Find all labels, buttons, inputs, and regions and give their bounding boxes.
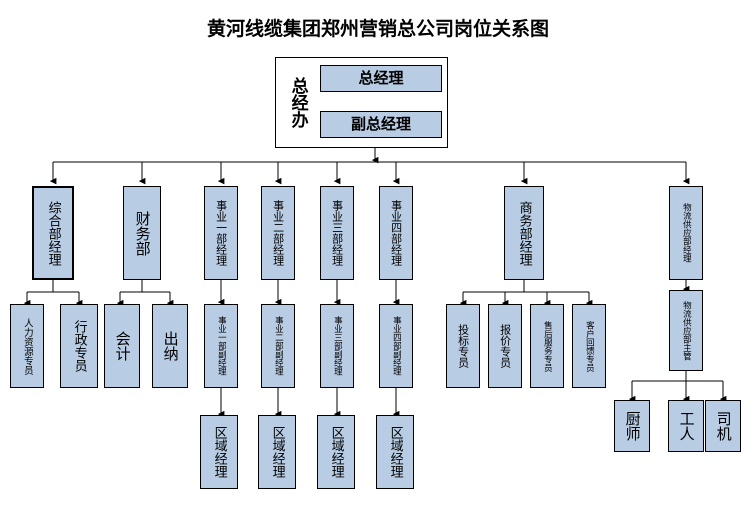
node-regional-manager-4[interactable]: 区域经理: [376, 415, 414, 489]
node-general-affairs-manager[interactable]: 综合部经理: [32, 186, 74, 280]
node-division-3-deputy[interactable]: 事业三部副经理: [320, 304, 354, 388]
node-hr-specialist[interactable]: 人力资源专员: [10, 304, 44, 388]
node-logistics-supervisor[interactable]: 物流供应部主管: [669, 290, 703, 371]
node-customer-feedback-specialist[interactable]: 客户回馈专员: [572, 304, 606, 388]
node-finance-department[interactable]: 财务部: [123, 186, 161, 280]
node-division-2-deputy[interactable]: 事业二部副经理: [261, 304, 295, 388]
node-accountant[interactable]: 会计: [104, 304, 140, 388]
node-regional-manager-1[interactable]: 区域经理: [200, 415, 238, 489]
node-driver[interactable]: 司机: [705, 400, 741, 452]
node-cook[interactable]: 厨师: [614, 400, 650, 452]
node-general-manager[interactable]: 总经理: [320, 65, 442, 92]
node-deputy-general-manager[interactable]: 副总经理: [320, 111, 442, 138]
node-division-1-manager[interactable]: 事业一部经理: [204, 186, 238, 280]
node-regional-manager-2[interactable]: 区域经理: [258, 415, 296, 489]
node-quotation-specialist[interactable]: 报价专员: [488, 304, 522, 388]
node-bidding-specialist[interactable]: 投标专员: [446, 304, 480, 388]
node-aftersales-specialist[interactable]: 售后服务专员: [530, 304, 564, 388]
group-label-general-office: 总经办: [279, 61, 315, 144]
page-title: 黄河线缆集团郑州营销总公司岗位关系图: [206, 18, 549, 40]
node-division-1-deputy[interactable]: 事业一部副经理: [204, 304, 238, 388]
node-division-2-manager[interactable]: 事业二部经理: [261, 186, 295, 280]
node-admin-specialist[interactable]: 行政专员: [60, 304, 98, 388]
node-division-3-manager[interactable]: 事业三部经理: [320, 186, 354, 280]
node-commerce-manager[interactable]: 商务部经理: [504, 186, 544, 280]
node-logistics-manager[interactable]: 物流供应部经理: [669, 186, 703, 280]
node-worker[interactable]: 工人: [668, 400, 704, 452]
node-cashier[interactable]: 出纳: [152, 304, 188, 388]
node-regional-manager-3[interactable]: 区域经理: [317, 415, 355, 489]
node-division-4-deputy[interactable]: 事业四部副经理: [379, 304, 413, 388]
node-division-4-manager[interactable]: 事业四部经理: [379, 186, 413, 280]
